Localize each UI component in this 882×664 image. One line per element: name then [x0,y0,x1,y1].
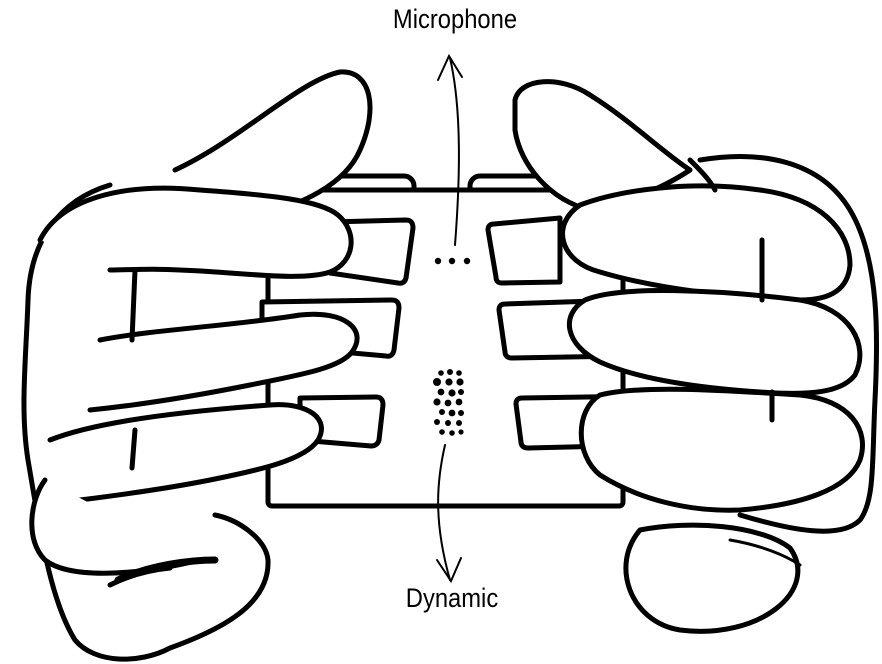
dynamic-label: Dynamic [373,583,531,614]
right-thumb [626,525,798,631]
dynamic-arrowhead [437,558,461,581]
microphone-label: Microphone [371,4,538,35]
left-hand [24,72,370,659]
key-right-1 [488,218,560,283]
microphone-holes [435,258,470,264]
